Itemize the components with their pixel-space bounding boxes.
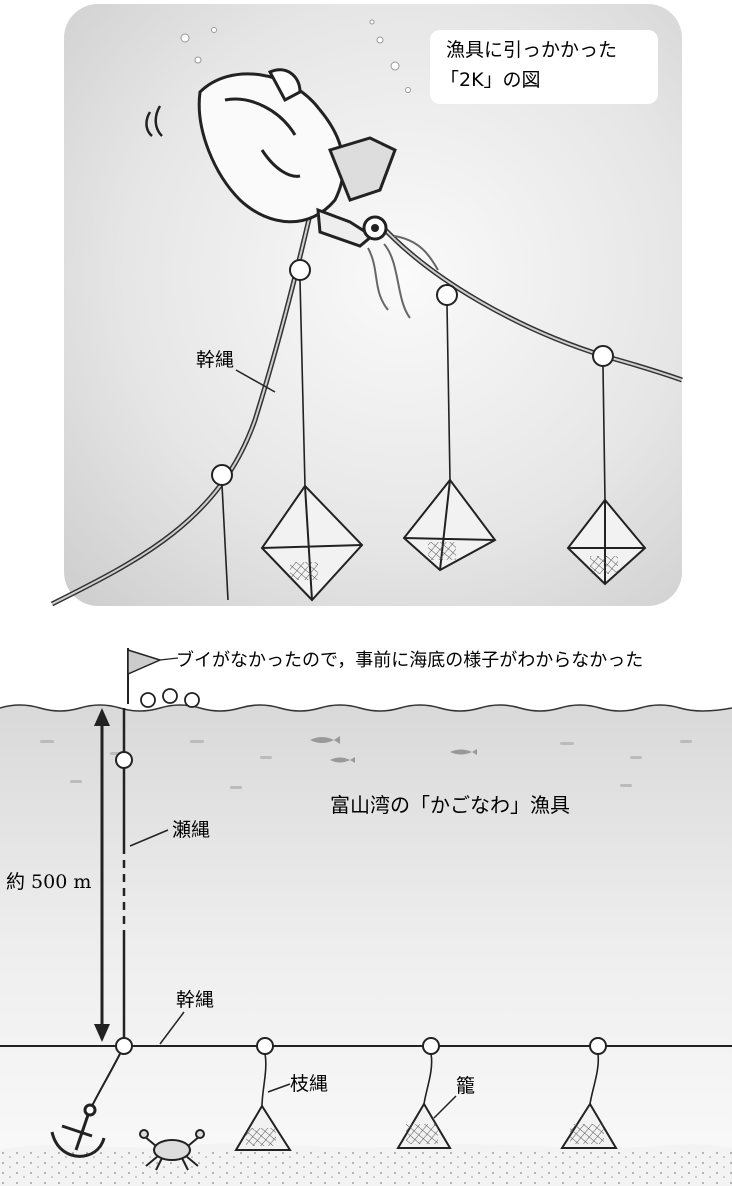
robot-2k-icon — [145, 68, 439, 319]
bottom-floats — [115, 1037, 607, 1055]
basket-leader — [433, 1095, 457, 1119]
sea-area — [0, 705, 732, 1186]
bottom-basket-1 — [234, 1104, 292, 1151]
bottom-branchlines — [261, 1053, 600, 1107]
top-mainline-label: 幹縄 — [196, 349, 234, 371]
caption-line-2: 「2K」の図 — [440, 69, 541, 91]
bottom-mainline-label: 幹縄 — [176, 989, 214, 1011]
top-mainline-leader — [235, 369, 276, 393]
bubbles — [180, 19, 411, 93]
bottom-panel: ブイがなかったので，事前に海底の様子がわからなかった 富山湾の「かごなわ」漁具 … — [0, 648, 732, 1186]
top-basket-1 — [260, 484, 364, 602]
caption-box — [430, 30, 658, 104]
gear-title: 富山湾の「かごなわ」漁具 — [330, 793, 570, 817]
seabed-texture — [0, 1150, 732, 1186]
seline-leader — [129, 829, 169, 847]
depth-arrow — [94, 708, 110, 1042]
anchor-icon — [50, 1103, 106, 1158]
bottom-mainline-leader — [159, 1011, 185, 1045]
fish-icons — [310, 736, 477, 763]
sea-surface — [0, 704, 732, 712]
top-panel: 漁具に引っかかった 「2K」の図 幹縄 — [50, 4, 683, 607]
branchline-label: 枝縄 — [290, 1073, 328, 1095]
branchline-leader — [267, 1083, 291, 1093]
top-branchlines — [221, 279, 606, 601]
crab-icon — [139, 1129, 205, 1171]
depth-label: 約 500 m — [6, 871, 91, 893]
buoy-note: ブイがなかったので，事前に海底の様子がわからなかった — [176, 649, 643, 671]
flag-buoy-icon — [127, 648, 200, 708]
top-basket-3 — [566, 498, 647, 586]
bottom-basket-2 — [396, 1102, 452, 1149]
top-basket-2 — [402, 478, 497, 572]
seline-label: 瀬縄 — [172, 819, 210, 841]
seline-float — [115, 751, 133, 769]
water-texture — [40, 740, 692, 789]
bottom-basket-3 — [560, 1102, 618, 1149]
caption-line-1: 漁具に引っかかった — [446, 39, 617, 61]
basket-label: 籠 — [456, 1075, 475, 1097]
